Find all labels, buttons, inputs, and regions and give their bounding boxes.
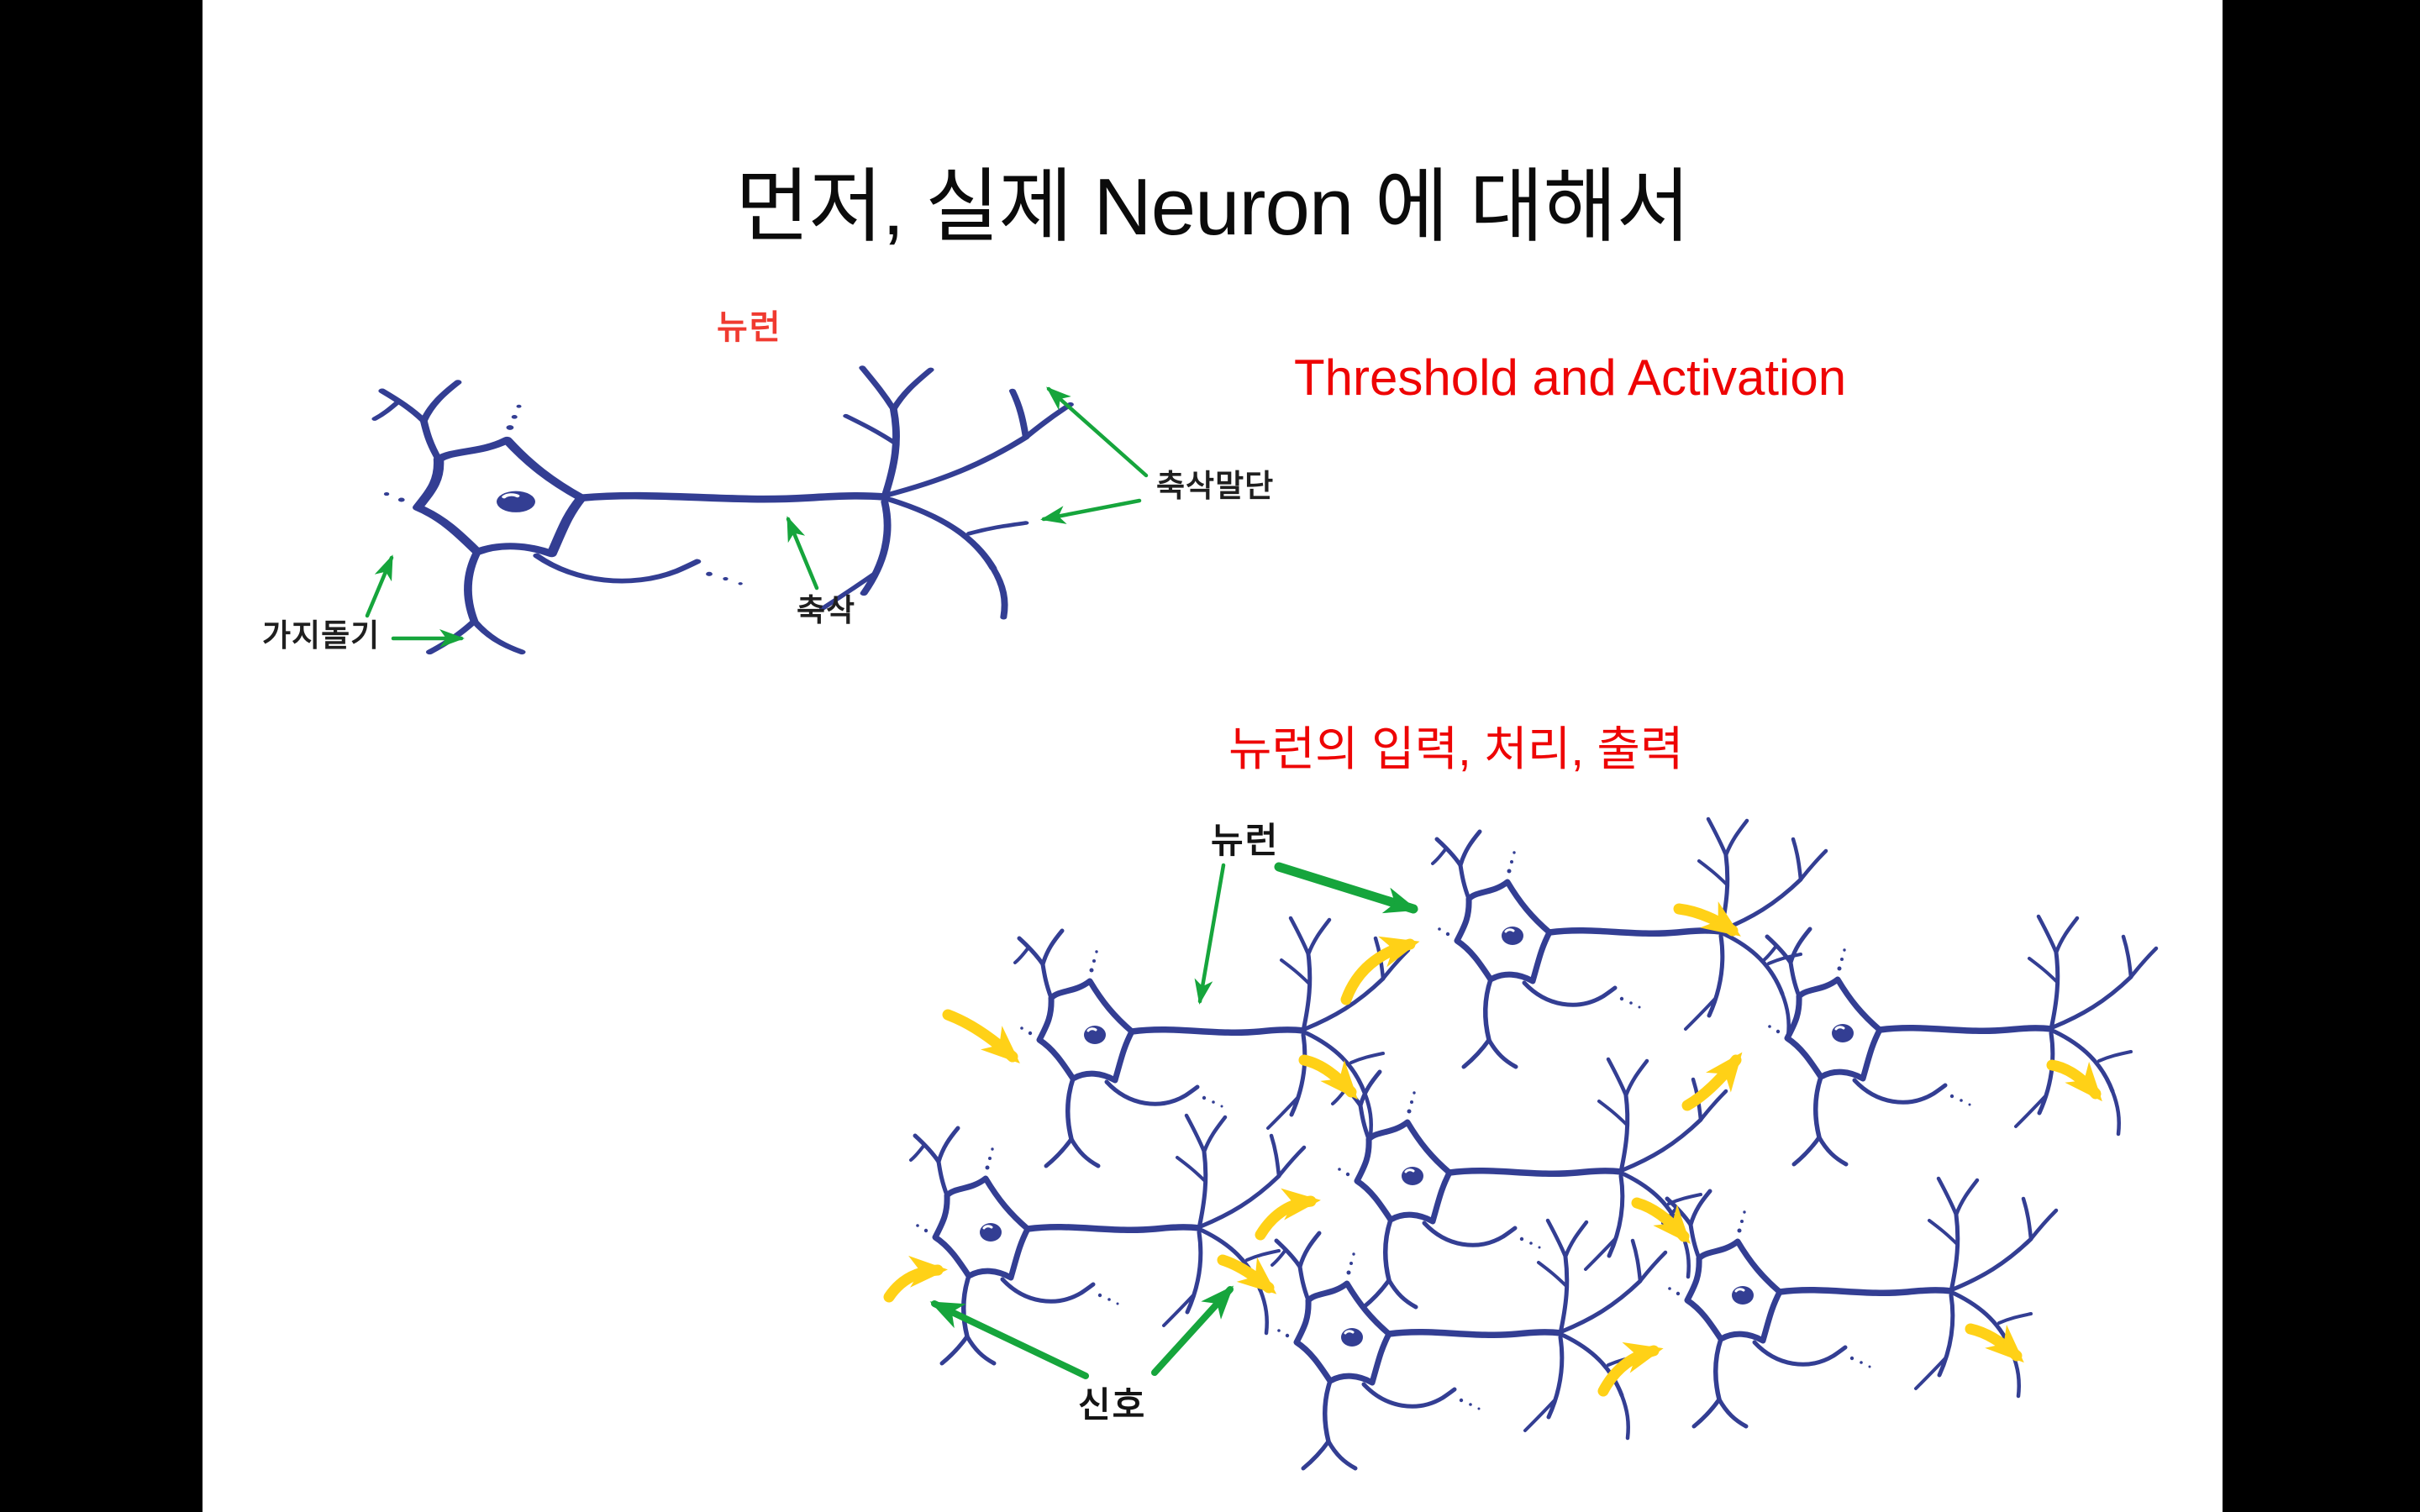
neuron-anatomy-figure (361, 336, 1134, 664)
network-neuron-g (1655, 1151, 2092, 1436)
axon-label: 축삭 (797, 593, 856, 627)
network-neuron-f (1265, 1193, 1702, 1478)
dendrite-label: 가지돌기 (262, 618, 381, 653)
letterbox-left-bar (0, 0, 203, 1512)
network-neuron-c (1755, 889, 2192, 1174)
neuron-caption-red: 뉴런 (717, 309, 782, 346)
network-caption: 뉴런의 입력, 처리, 출력 (1228, 722, 1684, 775)
signal-label: 신호 (1078, 1385, 1147, 1425)
axon-terminal-label: 축삭말단 (1156, 469, 1275, 503)
signal-arrow-input-a (942, 1009, 1020, 1064)
slide-title: 먼저, 실제 Neuron 에 대해서 (735, 162, 1691, 252)
network-neuron-label: 뉴런 (1211, 821, 1280, 860)
letterbox-right-bar (2223, 0, 2420, 1512)
threshold-note: Threshold and Activation (1294, 349, 1847, 406)
